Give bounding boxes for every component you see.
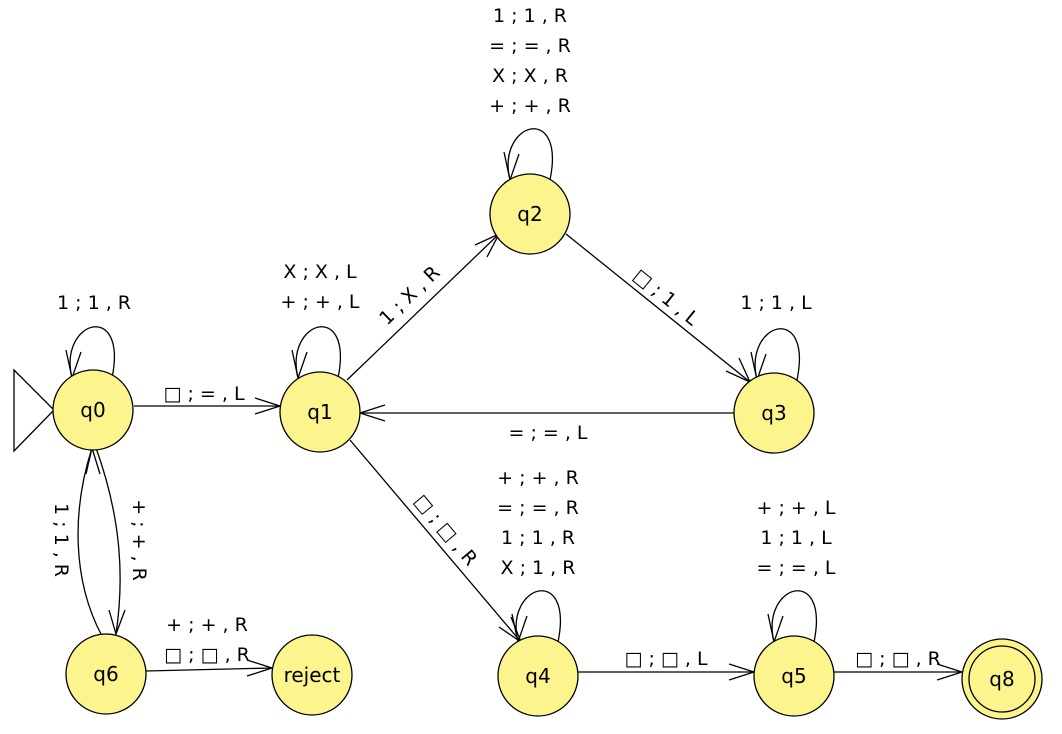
edge-q2-loop: [507, 128, 553, 181]
edge-q6-q0: [77, 447, 103, 637]
arrowhead-q1-loop: [291, 349, 308, 381]
state-reject-label: reject: [284, 663, 341, 687]
state-q8-label: q8: [989, 667, 1014, 691]
state-q8[interactable]: q8: [961, 638, 1043, 720]
label-q4-q5-0: □ ; □ , L: [624, 648, 708, 670]
label-q2-loop-2: X ; X , R: [492, 65, 568, 87]
state-q0[interactable]: q0: [52, 369, 134, 451]
label-q5-loop-0: + ; + , L: [756, 497, 835, 519]
label-q0-q6-0: + ; + , R: [128, 499, 150, 581]
edge-q1-q2: [346, 233, 500, 381]
state-q6-label: q6: [93, 662, 118, 686]
label-q2-loop-1: = ; = , R: [489, 35, 571, 57]
label-q2-loop-3: + ; + , R: [489, 95, 571, 117]
edge-q1-loop: [295, 326, 341, 379]
arrowhead-q0-q6: [108, 609, 126, 637]
edge-q2-q3: [565, 233, 751, 383]
label-q5-loop-1: 1 ; 1 , L: [760, 527, 832, 549]
state-q0-label: q0: [80, 398, 105, 422]
state-reject[interactable]: reject: [271, 634, 353, 716]
accept-ring: [968, 645, 1036, 713]
label-q1-loop-1: + ; + , L: [280, 291, 359, 313]
state-q6[interactable]: q6: [65, 633, 147, 715]
state-q5-label: q5: [781, 664, 806, 688]
label-q1-q4-0: □ ; □ , R: [410, 490, 482, 570]
label-q0-q1-0: □ ; = , L: [163, 383, 244, 405]
edge-q4-loop: [515, 590, 561, 643]
state-q1-label: q1: [307, 400, 332, 424]
state-q5[interactable]: q5: [753, 635, 835, 717]
edge-q3-loop: [754, 328, 800, 381]
label-q2-loop-0: 1 ; 1 , R: [493, 5, 567, 27]
state-q2[interactable]: q2: [489, 173, 571, 255]
state-q4[interactable]: q4: [497, 635, 579, 717]
state-q1[interactable]: q1: [279, 371, 361, 453]
label-q4-loop-0: + ; + , R: [497, 467, 579, 489]
label-q2-q3-0: □ ; 1 , L: [629, 264, 703, 330]
state-q2-label: q2: [517, 202, 542, 226]
state-q3[interactable]: q3: [733, 372, 815, 454]
edge-q0-q6: [95, 447, 121, 635]
label-q3-q1-0: = ; = , L: [508, 422, 587, 444]
label-q3-loop-0: 1 ; 1 , L: [740, 292, 812, 314]
label-q6-q0-0: 1 ; 1 , R: [50, 503, 72, 577]
label-q4-loop-1: = ; = , R: [497, 497, 579, 519]
label-q0-loop-0: 1 ; 1 , R: [57, 292, 131, 314]
label-q6-reject-0: + ; + , R: [166, 614, 248, 636]
edge-q5-loop: [771, 590, 817, 643]
state-q3-label: q3: [761, 401, 786, 425]
label-q4-loop-2: 1 ; 1 , R: [501, 527, 575, 549]
label-q5-q8-0: □ ; □ , R: [855, 648, 941, 670]
label-q1-loop-0: X ; X , L: [283, 261, 357, 283]
state-q4-label: q4: [525, 664, 550, 688]
edge-q0-loop: [69, 326, 115, 379]
label-q4-loop-3: X ; 1 , R: [501, 557, 576, 579]
edge-q6-reject: [145, 667, 273, 672]
start-marker-icon: [13, 368, 55, 453]
label-q5-loop-2: = ; = , L: [756, 557, 835, 579]
label-q6-reject-1: □ ; □ , R: [164, 644, 250, 666]
edge-q1-q4: [349, 439, 522, 643]
